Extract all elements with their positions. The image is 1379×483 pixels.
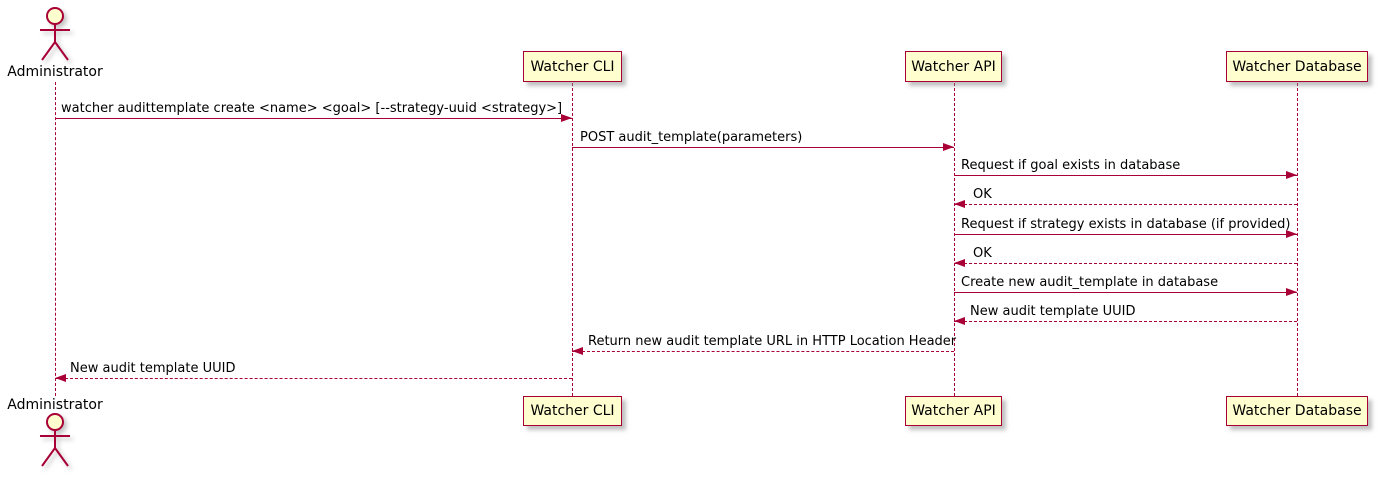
lifeline-administrator: [55, 82, 56, 396]
participant-watcher-api-top: Watcher API: [905, 51, 1002, 82]
message-label: Request if goal exists in database: [961, 158, 1181, 173]
participant-watcher-cli-top: Watcher CLI: [523, 51, 622, 82]
message-label: New audit template UUID: [70, 361, 236, 376]
actor-icon: [40, 7, 70, 61]
arrowhead-left-icon: [55, 374, 66, 382]
lifeline-watcher-database: [1297, 83, 1298, 396]
message-line: [954, 234, 1297, 235]
message-line: [954, 204, 1297, 205]
arrowhead-right-icon: [943, 143, 954, 151]
participant-watcher-database-bottom: Watcher Database: [1226, 396, 1368, 426]
actor-label-bottom: Administrator: [7, 397, 103, 413]
message-label: Create new audit_template in database: [961, 275, 1219, 290]
participant-watcher-database-top: Watcher Database: [1226, 51, 1368, 82]
message-line: [954, 175, 1297, 176]
message-label: Return new audit template URL in HTTP Lo…: [588, 334, 957, 349]
arrowhead-right-icon: [1286, 288, 1297, 296]
message-line: [954, 263, 1297, 264]
participant-watcher-cli-bottom: Watcher CLI: [523, 396, 622, 426]
message-label: OK: [973, 246, 992, 261]
arrowhead-right-icon: [1286, 171, 1297, 179]
lifeline-watcher-api: [954, 83, 955, 396]
message-label: POST audit_template(parameters): [580, 130, 803, 145]
message-line: [954, 292, 1297, 293]
message-line: [572, 351, 954, 352]
message-label: watcher audittemplate create <name> <goa…: [61, 101, 563, 116]
arrowhead-right-icon: [561, 114, 572, 122]
message-line: [572, 147, 954, 148]
arrowhead-left-icon: [954, 200, 965, 208]
lifeline-watcher-cli: [572, 83, 573, 396]
message-line: [55, 118, 572, 119]
actor-icon: [40, 413, 70, 467]
message-line: [55, 378, 572, 379]
message-line: [954, 321, 1297, 322]
message-label: Request if strategy exists in database (…: [961, 217, 1291, 232]
participant-watcher-api-bottom: Watcher API: [905, 396, 1002, 426]
arrowhead-left-icon: [954, 259, 965, 267]
actor-label-top: Administrator: [7, 64, 103, 80]
arrowhead-right-icon: [1286, 230, 1297, 238]
message-label: OK: [973, 187, 992, 202]
arrowhead-left-icon: [572, 347, 583, 355]
arrowhead-left-icon: [954, 317, 965, 325]
message-label: New audit template UUID: [970, 304, 1136, 319]
